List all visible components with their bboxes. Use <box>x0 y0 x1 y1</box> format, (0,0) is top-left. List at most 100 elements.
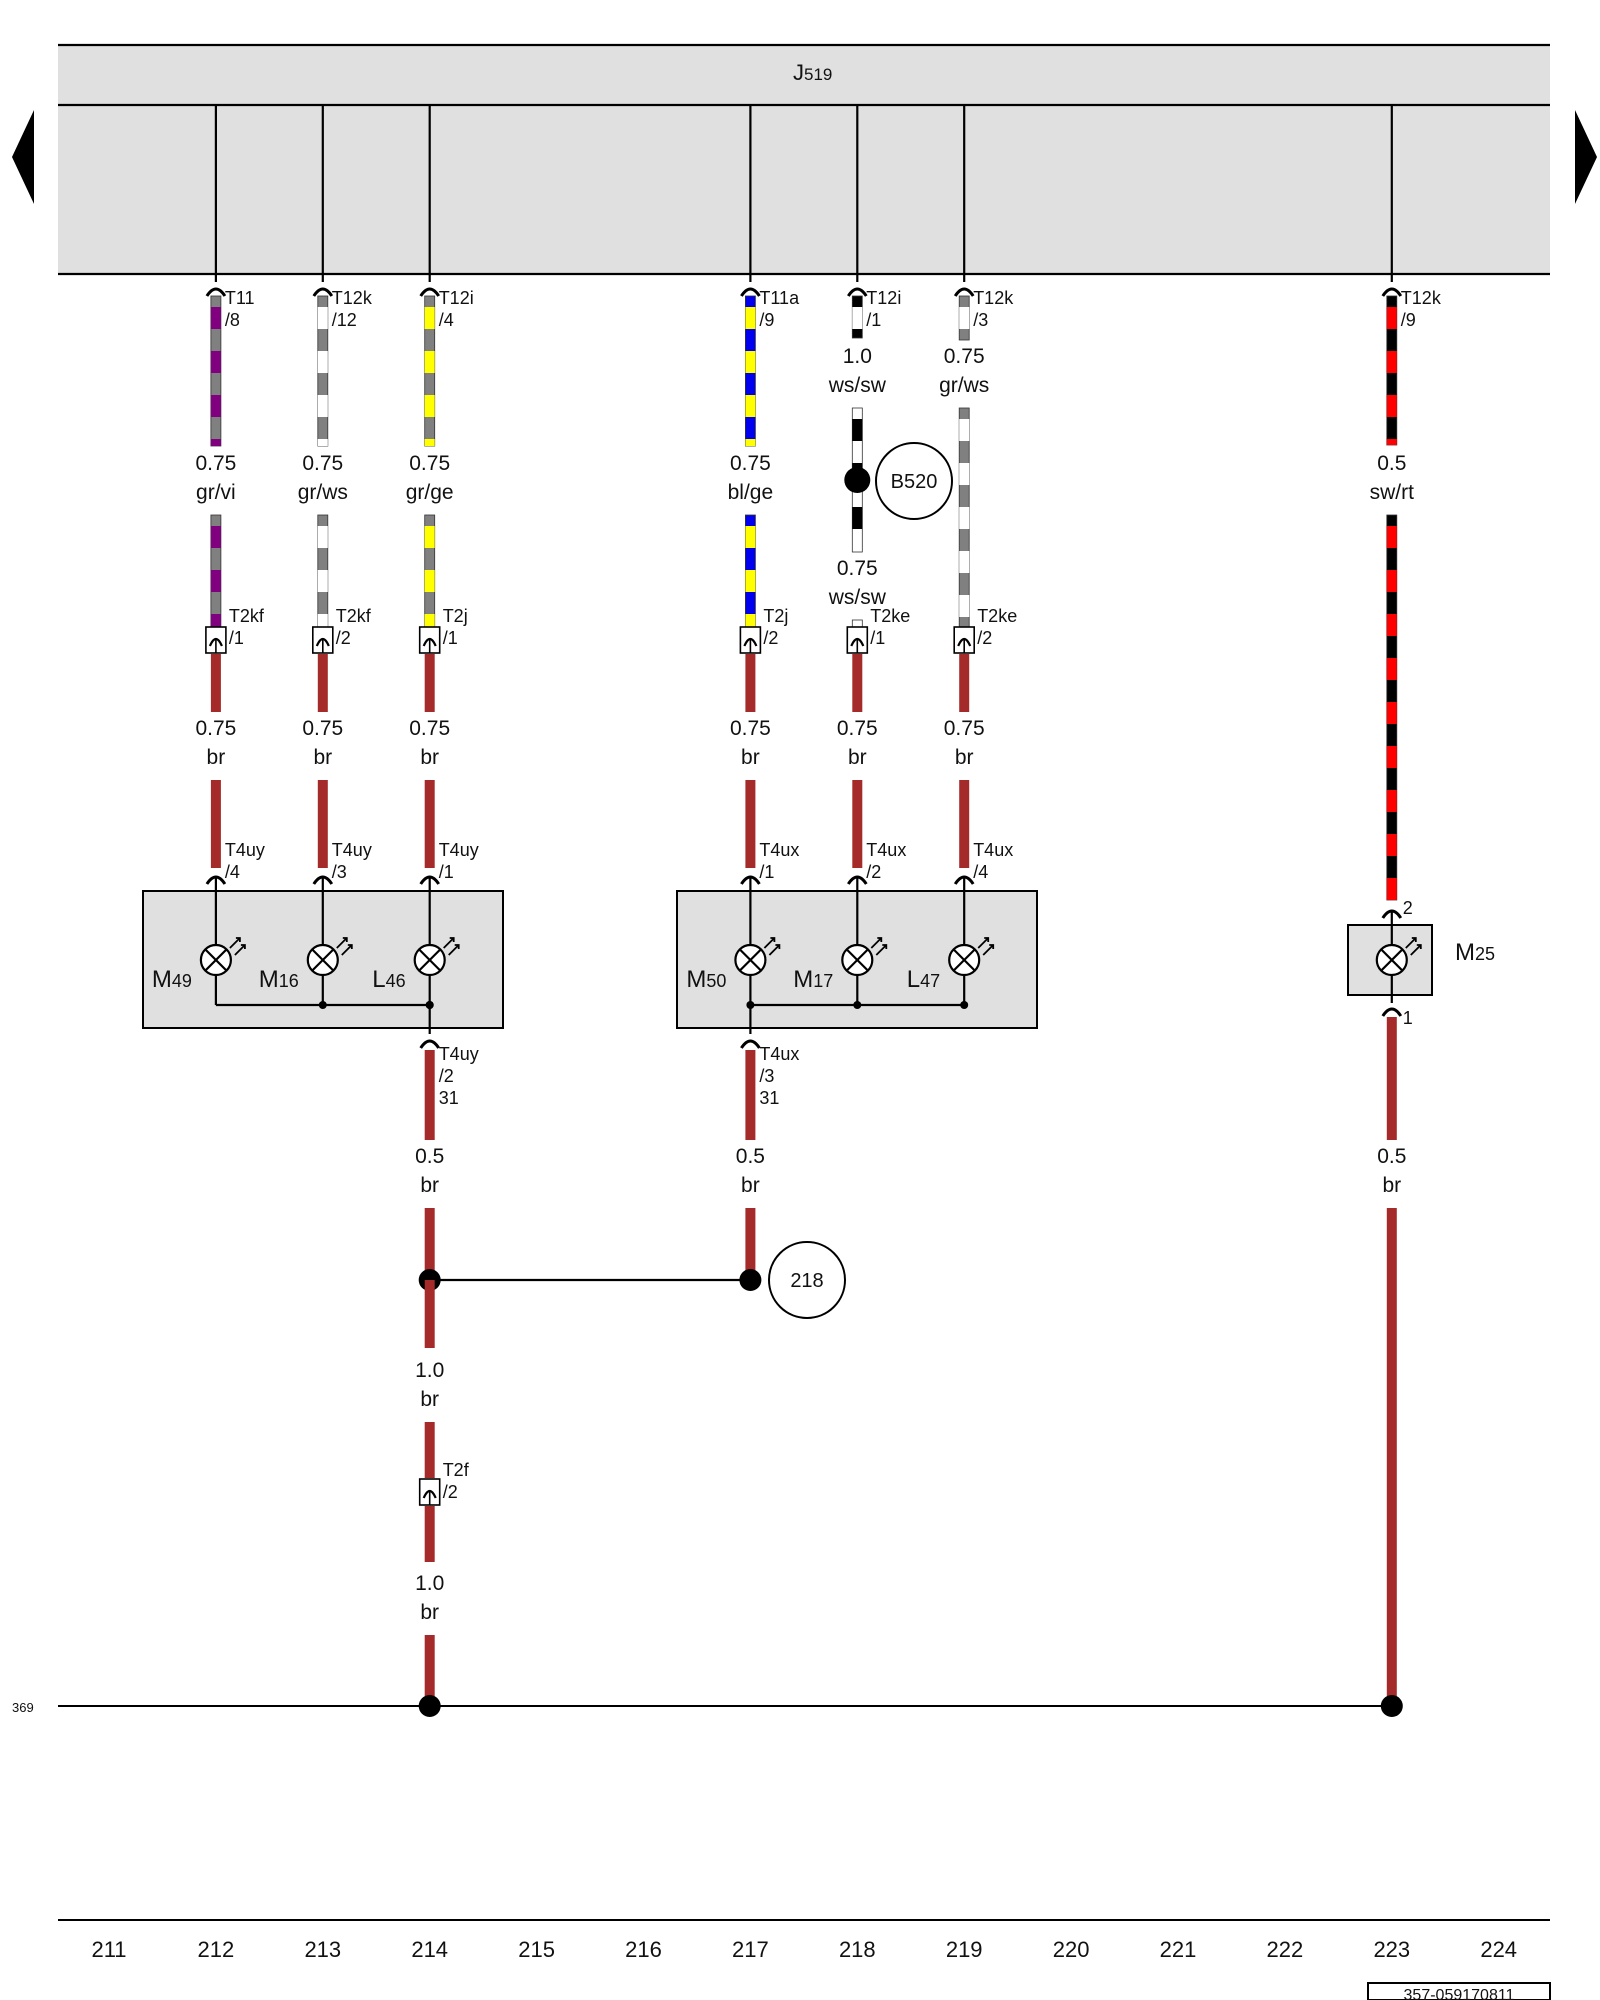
wire-214-upper-seg-stripe <box>424 307 435 329</box>
wire-219-connector-icon <box>953 287 975 297</box>
wire-217-upper-size: 0.75 <box>730 452 771 475</box>
ground-223-color: br <box>1382 1174 1401 1197</box>
wire-212-connector-icon <box>205 287 227 297</box>
wire-223-term-connector-icon <box>1381 909 1403 919</box>
ground-214-connector-icon <box>419 1039 440 1049</box>
lamp-m50-icon <box>734 937 781 977</box>
wire-214-upper-conn: T12i/4 <box>439 288 474 330</box>
wire-219-lower-color: br <box>955 746 974 769</box>
ground-223-seg <box>1386 1017 1397 1140</box>
wire-223-upper-size: 0.5 <box>1377 452 1406 475</box>
splice-label: B520 <box>891 471 938 493</box>
wire-214-upper-seg-stripe <box>424 439 435 446</box>
wire-214-upper-seg2-stripe <box>424 526 435 548</box>
wire-219-upper-seg2-stripe <box>959 595 970 617</box>
wire-212-lower-size: 0.75 <box>195 717 236 740</box>
wire-218-lower-color: br <box>848 746 867 769</box>
splice-b520-marker <box>875 442 953 520</box>
ground-217-seg2 <box>745 1208 756 1280</box>
ground-223-size: 0.5 <box>1377 1145 1406 1168</box>
wire-219-upper-seg2-stripe <box>959 419 970 441</box>
column-number: 224 <box>1480 1937 1517 1962</box>
wire-219-term-label: T4ux/4 <box>973 840 1013 882</box>
wire-218-lower-size: 0.75 <box>837 717 878 740</box>
wire-219-upper-size: 0.75 <box>944 345 985 368</box>
wire-223-upper-seg2-stripe <box>1386 834 1397 856</box>
junction-dot <box>418 1695 441 1717</box>
wire-213-upper-seg2-stripe <box>317 526 328 548</box>
lamp-m16-label: M16 <box>259 966 299 993</box>
wire-223-upper-seg-stripe <box>1386 351 1397 373</box>
wire-214-upper-color: gr/ge <box>406 481 454 504</box>
wire-223-upper-seg2-stripe <box>1386 570 1397 592</box>
wire-212-upper-conn: T11/8 <box>225 288 255 330</box>
wire-217-upper-seg-stripe <box>745 307 756 329</box>
wire-219-upper-seg-stripe <box>959 307 970 329</box>
ground-217-color: br <box>741 1174 760 1197</box>
plug-t2f-label: T2f/2 <box>443 1460 470 1502</box>
junction-dot <box>318 1001 327 1009</box>
wire-217-upper-seg-stripe <box>745 439 756 446</box>
wire-217-lower-seg <box>745 654 756 712</box>
wire-219-upper-conn: T12k/3 <box>973 288 1014 330</box>
wire-218-plug-icon <box>846 626 869 654</box>
ground-214-seg2 <box>424 1208 435 1280</box>
wire-214-upper-size: 0.75 <box>409 452 450 475</box>
wire-219-plug-label: T2ke/2 <box>977 606 1017 648</box>
wire-213-upper-seg-stripe <box>317 395 328 417</box>
column-number: 223 <box>1373 1937 1410 1962</box>
lamp-l47-label: L47 <box>907 966 940 993</box>
lamp-l46-label: L46 <box>372 966 405 993</box>
wire-217-lower-seg2 <box>745 780 756 868</box>
column-number: 212 <box>198 1937 235 1962</box>
wire-218-plug-label: T2ke/1 <box>870 606 910 648</box>
wire-212-upper-seg2-stripe <box>210 526 221 548</box>
wire-218-mid-seg-stripe <box>852 507 863 529</box>
wire-212-plug-label: T2kf/1 <box>229 606 265 648</box>
column-number: 217 <box>732 1937 769 1962</box>
wire-217-upper-seg2-stripe <box>745 570 756 592</box>
wire-213-upper-seg-stripe <box>317 307 328 329</box>
wire-212-term-connector-icon <box>205 875 227 885</box>
wire-218-mid-seg-stripe <box>852 419 863 441</box>
wire-213-upper-size: 0.75 <box>302 452 343 475</box>
wire-212-upper-seg-stripe <box>210 307 221 329</box>
wire-218-upper-color: ws/sw <box>828 374 887 397</box>
wire-213-upper-color: gr/ws <box>298 481 348 504</box>
column-number: 221 <box>1160 1937 1197 1962</box>
splice-dot <box>844 467 871 493</box>
wire-217-plug-icon <box>739 626 762 654</box>
lamp-m25-icon <box>1375 937 1422 977</box>
wire-214-upper-seg-stripe <box>424 395 435 417</box>
wire-218-lower-seg <box>852 654 863 712</box>
wire-212-upper-seg-stripe <box>210 351 221 373</box>
junction-dot <box>960 1001 969 1009</box>
column-number: 216 <box>625 1937 662 1962</box>
ground-214-c-seg2 <box>424 1635 435 1706</box>
wire-219-upper-seg2-stripe <box>959 463 970 485</box>
ground-214-b-size: 1.0 <box>415 1359 444 1382</box>
ground-223-seg2 <box>1386 1208 1397 1706</box>
wire-218-connector-icon <box>847 287 868 297</box>
ground-point-218 <box>768 1241 846 1319</box>
ground-point-label: 218 <box>790 1270 823 1292</box>
bus-ref-label: 369 <box>12 1700 34 1715</box>
next-page-arrow-icon[interactable] <box>1575 110 1597 204</box>
wire-219-lower-seg2 <box>959 780 970 868</box>
wire-213-connector-icon <box>312 287 334 297</box>
wire-223-upper-seg2-stripe <box>1386 790 1397 812</box>
column-number: 218 <box>839 1937 876 1962</box>
wire-212-upper-seg-stripe <box>210 395 221 417</box>
ground-223-pin: 1 <box>1403 1008 1413 1028</box>
wire-213-term-connector-icon <box>312 875 334 885</box>
wire-212-upper-seg-stripe <box>210 439 221 446</box>
wire-214-lower-seg <box>424 654 435 712</box>
wire-219-lower-size: 0.75 <box>944 717 985 740</box>
ground-214-c-color: br <box>420 1601 439 1624</box>
lamp-m50-label: M50 <box>686 966 726 993</box>
wire-223-upper-seg2-stripe <box>1386 702 1397 724</box>
previous-page-arrow-icon[interactable] <box>12 110 34 204</box>
